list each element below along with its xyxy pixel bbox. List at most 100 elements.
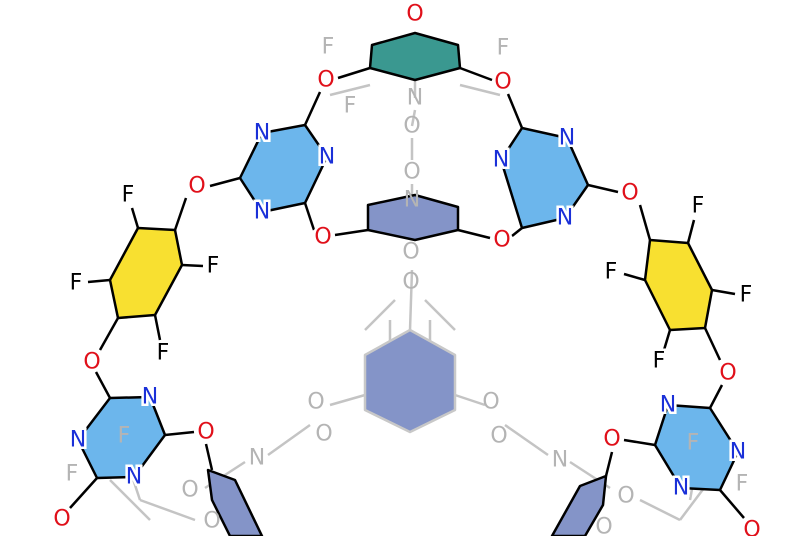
background-atom-label: N (407, 86, 423, 111)
background-atom-label: O (617, 484, 634, 509)
bottom-left-triazine-ring (76, 395, 167, 480)
background-atom-label: F (736, 472, 749, 497)
bond (173, 197, 188, 231)
central-aryl-ring (363, 328, 457, 434)
nitrogen-atom-label: N (559, 126, 575, 151)
bottom-left-aryl-ring (206, 468, 264, 536)
nitrogen-atom-label: N (730, 440, 746, 465)
background-atom-label: N (404, 188, 420, 213)
bond (708, 384, 724, 409)
nitrogen-atom-label: N (557, 206, 573, 231)
nitrogen-atom-label: N (319, 145, 335, 170)
nitrogen-atom-label: N (493, 148, 509, 173)
nitrogen-atom-label: N (254, 200, 270, 225)
bond (686, 219, 696, 244)
bond (94, 371, 112, 399)
nitrogen-atom-label: N (660, 393, 676, 418)
bottom-right-aryl-ring (550, 474, 608, 536)
bond (164, 430, 195, 437)
background-atom-label: N (552, 448, 568, 473)
background-bond (329, 83, 371, 97)
background-atom-label: O (595, 515, 612, 536)
background-atom-label: F (687, 431, 700, 456)
background-bond (504, 423, 549, 457)
background-atom-label: O (403, 114, 420, 139)
bond (623, 438, 656, 447)
fluorine-atom-label: F (653, 349, 666, 374)
bond (662, 329, 672, 351)
bond (587, 183, 619, 194)
background-bond (267, 423, 311, 457)
oxygen-atom-label: O (719, 361, 736, 386)
bond (506, 93, 524, 129)
nitrogen-atom-label: N (70, 428, 86, 453)
bond (303, 202, 316, 231)
background-atom-label: O (402, 240, 419, 265)
oxygen-atom-label: O (314, 225, 331, 250)
background-bond (109, 479, 151, 521)
bond (181, 263, 204, 268)
bond (69, 477, 98, 509)
bond (703, 327, 722, 361)
bottom-right-triazine-ring (653, 403, 740, 492)
oxygen-atom-label: O (317, 68, 334, 93)
oxygen-atom-label: O (83, 350, 100, 375)
background-bond (408, 269, 414, 331)
background-bond (139, 498, 196, 522)
nitrogen-atom-label: N (126, 465, 142, 490)
bond (209, 176, 241, 188)
background-bond (424, 299, 456, 331)
fluorine-atom-label: F (692, 194, 705, 219)
bond (511, 227, 523, 237)
nitrogen-atom-label: N (142, 385, 158, 410)
nitrogen-atom-label: N (254, 121, 270, 146)
oxygen-atom-label: O (406, 2, 423, 27)
bond (457, 228, 491, 240)
right-triazine-ring (499, 126, 590, 230)
bond (623, 272, 646, 282)
fluorine-atom-label: F (157, 341, 170, 366)
background-atom-label: O (402, 270, 419, 295)
background-bond (329, 393, 366, 407)
oxygen-atom-label: O (493, 228, 510, 253)
background-bond (364, 299, 396, 331)
ring-fills (76, 31, 740, 536)
background-bond (410, 109, 417, 127)
fluorine-atom-label: F (740, 283, 753, 308)
background-bond (639, 498, 681, 522)
bond (719, 489, 745, 519)
fluorine-atom-label: F (70, 271, 83, 296)
bond (303, 91, 322, 126)
fluorine-atom-label: F (122, 183, 135, 208)
background-atom-label: F (322, 35, 335, 60)
background-atom-label: O (315, 422, 332, 447)
left-fluoroarene-ring (108, 226, 184, 320)
background-atom-label: N (249, 446, 265, 471)
bond (604, 451, 614, 477)
bond (334, 228, 369, 237)
top-teal-ring (368, 31, 462, 82)
fluorine-atom-label: F (207, 254, 220, 279)
oxygen-atom-label: O (197, 420, 214, 445)
background-atom-label: O (181, 478, 198, 503)
background-atom-label: O (490, 424, 507, 449)
oxygen-atom-label: O (188, 174, 205, 199)
bond (87, 278, 111, 284)
background-atom-label: O (307, 390, 324, 415)
background-bond (459, 83, 501, 97)
nitrogen-atom-label: N (673, 476, 689, 501)
background-atom-label: F (344, 94, 357, 119)
background-bond (454, 393, 486, 407)
oxygen-atom-label: O (494, 70, 511, 95)
right-fluoroarene-ring (643, 238, 714, 332)
fluorine-atom-label: F (605, 260, 618, 285)
bond (153, 314, 162, 341)
background-atom-label: O (403, 160, 420, 185)
bond (711, 288, 736, 296)
background-atom-label: F (66, 462, 79, 487)
background-atom-label: O (482, 390, 499, 415)
oxygen-atom-label: O (603, 427, 620, 452)
oxygen-atom-label: O (743, 518, 760, 536)
oxygen-atom-label: O (621, 181, 638, 206)
